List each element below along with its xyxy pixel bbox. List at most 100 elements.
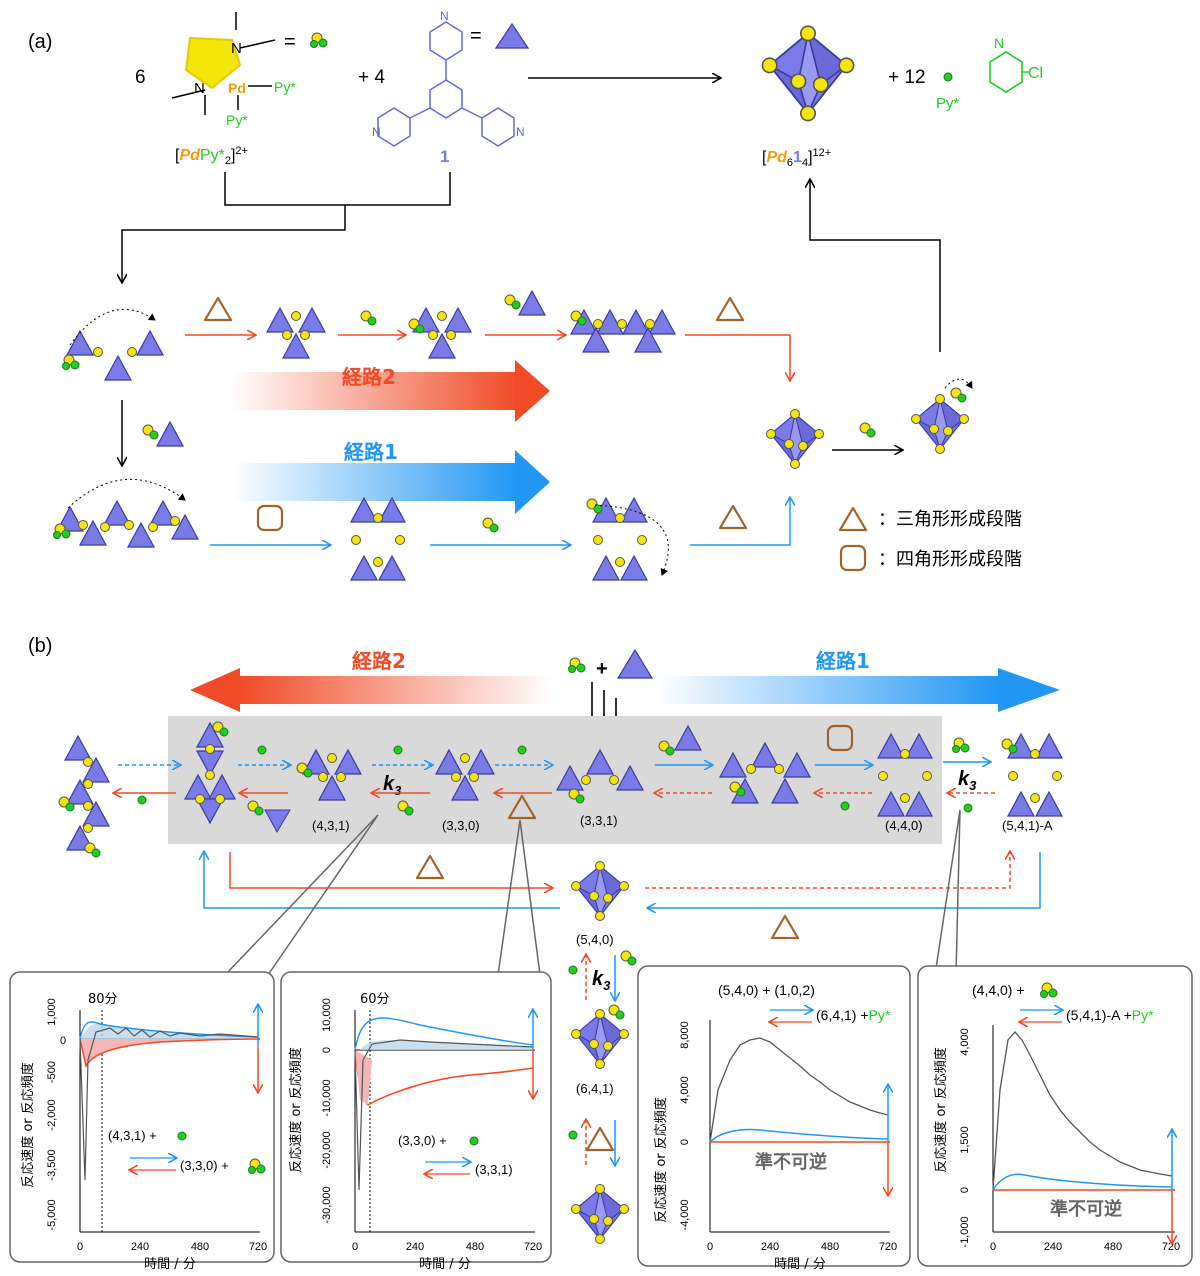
callout-lines [224,809,961,976]
x-tick: 0 [707,1241,713,1253]
y3-tick: 4,000 [679,1076,691,1104]
chem-n1: N [231,40,242,57]
pd-complex-structure: 6 N N Pd Py* Py* = [135,12,328,128]
chem-py-bottom: Py* [226,112,248,128]
chart3-note: 準不可逆 [755,1151,827,1173]
species-541A: (5,4,1)-A [1002,818,1053,833]
y4-tick: 1,500 [959,1126,971,1154]
x-tick: 480 [1104,1241,1122,1253]
plus-b: + [596,658,608,680]
chem-pd: Pd [228,80,246,96]
chart4-eq-left: (4,4,0) + [972,982,1025,998]
panel-4 [917,965,1193,1267]
chart4-eq-right: (5,4,1)-A +Py* [1066,1007,1154,1023]
lig-n-left: N [372,125,381,139]
chart4-ylabel: 反応速度 or 反応頻度 [933,1047,949,1173]
svg-text:[PdPy*2]2+: [PdPy*2]2+ [175,145,248,167]
chart1-eq-left: (4,3,1) + [108,1128,157,1143]
x-tick: 0 [990,1241,996,1253]
route1-label-b: 経路1 [816,649,870,673]
x-tick: 240 [131,1241,149,1253]
network-b: (4,3,1) k3 (3,3,0) (3,3,1) (4,4,0) k3 [58,721,1063,1244]
panel-1 [9,971,275,1263]
chart-3: (5,4,0) + (1,0,2) (6,4,1) +Py* 反応速度 or 反… [653,982,897,1272]
y1-tick: -2,000 [46,1099,58,1130]
chem-n2: N [194,80,205,97]
route2-scheme: 経路2 [62,290,791,422]
panel-b-label: (b) [28,635,52,657]
x-tick: 480 [191,1241,209,1253]
chart3-ylabel: 反応速度 or 反応頻度 [653,1097,669,1223]
chart2-eq-left: (3,3,0) + [398,1133,447,1148]
y4-tick: 4,000 [959,1028,971,1056]
species-440: (4,4,0) [885,818,923,833]
chart1-ylabel: 反応速度 or 反応頻度 [20,1062,36,1188]
k3-right: k3 [958,768,977,793]
species-431: (4,3,1) [312,818,350,833]
lig-n-right: N [516,125,525,139]
coef-6: 6 [135,67,146,88]
species-540: (5,4,0) [576,932,614,947]
chart4-note: 準不可逆 [1050,1198,1122,1220]
x-tick: 720 [524,1241,542,1253]
product-cage: [Pd614]12+ [762,26,854,169]
intermediate-cages-a [767,378,973,469]
chart3-eq-right: (6,4,1) +Py* [816,1007,891,1023]
chart3-xlabel: 時間 / 分 [774,1257,826,1271]
legend-square: ：四角形形成段階 [878,549,1022,570]
x-tick: 720 [879,1241,897,1253]
eq-sign-2: = [470,25,482,47]
chart2-xlabel: 時間 / 分 [419,1257,471,1271]
svg-text:[Pd614]12+: [Pd614]12+ [762,147,831,169]
y2-tick: -20,000 [321,1131,333,1168]
x-tick: 480 [821,1241,839,1253]
legend: ：三角形形成段階 ：四角形形成段階 [838,506,1022,572]
y1-tick: -500 [46,1061,58,1083]
k3-left: k3 [383,773,402,798]
pyridine-byproduct: + 12 Py* N Cl [888,35,1043,112]
y4-tick: -1,000 [959,1216,971,1247]
route-arrows-b: 経路2 経路1 + [190,648,1060,744]
y3-tick: 8,000 [679,1021,691,1049]
route1-label-a: 経路1 [344,440,398,464]
x-tick: 0 [77,1241,83,1253]
species-641: (6,4,1) [576,1081,614,1096]
chart-2: 反応速度 or 反応頻度 10,000 0 -10,000 -20,000 -3… [288,992,542,1272]
x-tick: 240 [1044,1241,1062,1253]
chart1-marker: 80分 [88,992,118,1007]
route2-label-a: 経路2 [342,365,396,389]
chart-4: (4,4,0) + (5,4,1)-A +Py* 反応速度 or 反応頻度 4,… [933,982,1180,1253]
y1-tick: -5,000 [46,1199,58,1230]
chart1-xlabel: 時間 / 分 [144,1257,196,1271]
chart2-ylabel: 反応速度 or 反応頻度 [288,1047,304,1173]
panel-3 [637,965,911,1267]
pd-complex-label: [PdPy*2]2+ [175,145,248,167]
plus-12: + 12 [888,67,926,88]
y2-tick: -10,000 [321,1079,333,1116]
y3-tick: -4,000 [679,1199,691,1230]
lig-n-top: N [440,9,449,23]
chart2-marker: 60分 [360,992,390,1007]
route1-scheme: 経路1 [53,400,791,581]
k3-center: k3 [592,968,611,993]
x-tick: 720 [249,1241,267,1253]
plus-4: + 4 [358,67,385,88]
y2-tick: 0 [321,1047,333,1053]
route2-label-b: 経路2 [352,649,406,673]
species-330: (3,3,0) [442,818,480,833]
chart2-eq-right: (3,3,1) [475,1162,513,1177]
x-tick: 480 [466,1241,484,1253]
x-tick: 240 [761,1241,779,1253]
gray-band [168,716,942,844]
panel-a-label: (a) [28,31,52,53]
species-331: (3,3,1) [580,813,618,828]
chart-1: 反応速度 or 反応頻度 0 1,000 -500 -2,000 -3,500 … [20,992,267,1272]
y1-tick: -3,500 [46,1149,58,1180]
y2-tick: 10,000 [321,998,333,1032]
py-star-label: Py* [936,95,960,112]
y4-tick: 0 [959,1187,971,1193]
ligand-structure: + 4 N N N = 1 [358,9,530,166]
chem-cl: Cl [1028,65,1043,82]
y2-tick: -30,000 [321,1186,333,1223]
